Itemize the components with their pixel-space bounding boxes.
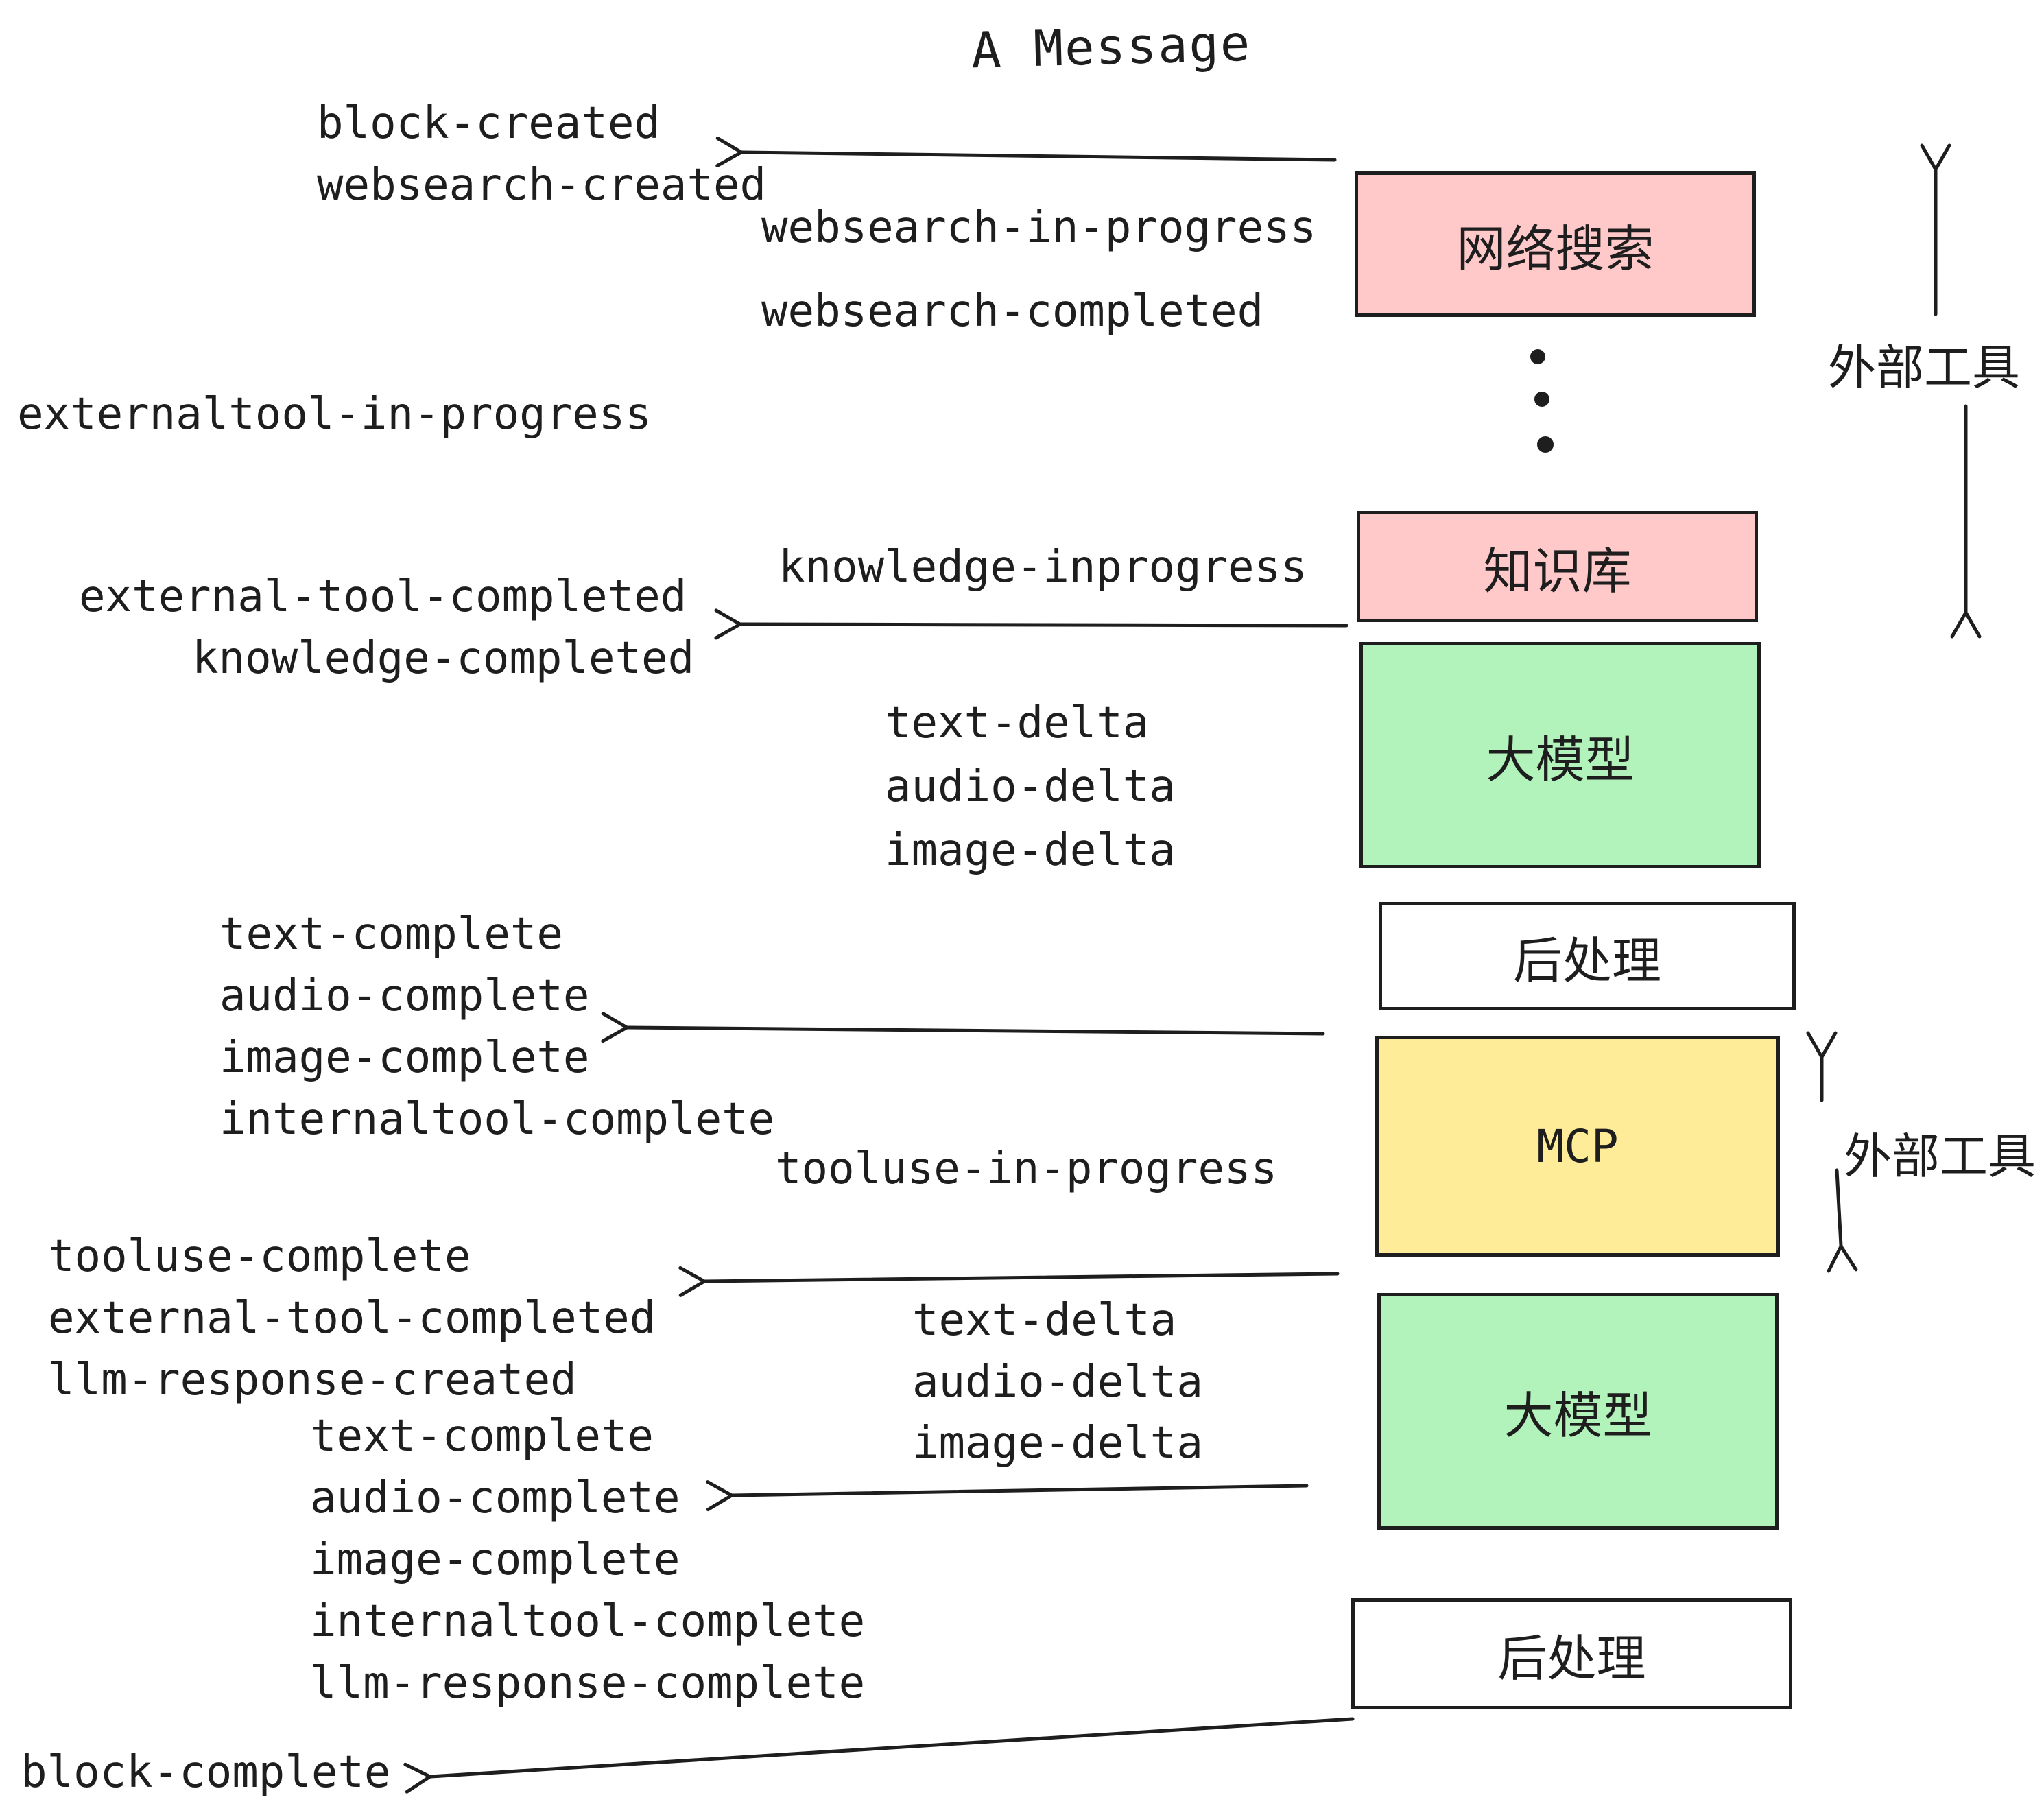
event-label-websearch-in-progress: websearch-in-progress — [761, 202, 1317, 253]
arrow-to-block-complete — [403, 1717, 1355, 1794]
event-label-audio-delta-2: audio-delta — [912, 1357, 1203, 1408]
arrow-to-image-complete — [601, 1012, 1325, 1043]
event-label-internaltool-complete-2: internaltool-complete — [310, 1596, 866, 1647]
event-label-websearch-created: websearch-created — [317, 160, 767, 211]
event-label-image-complete-1: image-complete — [219, 1032, 590, 1083]
box-postprocess-2: 后处理 — [1351, 1598, 1792, 1709]
box-llm-2-label: 大模型 — [1504, 1387, 1652, 1445]
external-tools-down-arrow-2 — [1827, 1168, 1858, 1273]
arrow-to-knowledge-completed — [714, 608, 1348, 640]
event-label-text-delta-1: text-delta — [885, 698, 1150, 748]
box-web-search-label: 网络搜索 — [1456, 219, 1654, 278]
box-knowledge-base: 知识库 — [1357, 511, 1758, 622]
external-tools-label-1: 外部工具 — [1828, 340, 2020, 396]
box-knowledge-base-label: 知识库 — [1483, 542, 1632, 600]
event-label-audio-complete-1: audio-complete — [219, 971, 590, 1021]
box-postprocess-2-label: 后处理 — [1497, 1629, 1646, 1687]
event-label-tooluse-complete: tooluse-complete — [48, 1231, 471, 1282]
box-llm-1: 大模型 — [1359, 642, 1761, 868]
event-label-externaltool-in-progress: externaltool-in-progress — [17, 389, 652, 440]
diagram-title: A Message — [970, 14, 1252, 80]
event-label-text-complete-2: text-complete — [310, 1411, 654, 1462]
box-mcp-label: MCP — [1536, 1119, 1619, 1173]
event-label-llm-response-created: llm-response-created — [48, 1355, 577, 1405]
event-label-llm-response-complete: llm-response-complete — [310, 1658, 866, 1709]
event-label-image-delta-2: image-delta — [912, 1418, 1203, 1469]
box-mcp: MCP — [1375, 1036, 1780, 1257]
event-label-image-delta-1: image-delta — [885, 825, 1176, 876]
ellipsis-dots — [1530, 349, 1554, 453]
event-label-image-complete-2: image-complete — [310, 1534, 680, 1585]
event-label-audio-complete-2: audio-complete — [310, 1473, 680, 1523]
box-postprocess-1-label: 后处理 — [1512, 931, 1661, 990]
event-label-external-tool-completed-2: external-tool-completed — [48, 1293, 656, 1344]
arrow-to-external-tool-completed — [678, 1266, 1340, 1297]
event-label-block-created: block-created — [317, 98, 661, 149]
box-llm-2: 大模型 — [1377, 1293, 1779, 1530]
event-label-tooluse-in-progress: tooluse-in-progress — [775, 1143, 1278, 1194]
event-label-audio-delta-1: audio-delta — [885, 761, 1176, 812]
event-label-websearch-completed: websearch-completed — [761, 286, 1264, 337]
arrow-to-block-created — [715, 137, 1337, 168]
event-label-external-tool-completed: external-tool-completed — [79, 571, 687, 622]
box-llm-1-label: 大模型 — [1486, 731, 1635, 789]
event-label-knowledge-inprogress: knowledge-inprogress — [779, 542, 1307, 593]
event-label-internaltool-complete-1: internaltool-complete — [219, 1094, 775, 1145]
event-label-knowledge-completed: knowledge-completed — [192, 633, 695, 684]
box-web-search: 网络搜索 — [1355, 171, 1756, 317]
external-tools-label-2: 外部工具 — [1844, 1128, 2036, 1185]
event-label-text-delta-2: text-delta — [912, 1295, 1177, 1346]
arrow-to-audio-complete — [706, 1480, 1309, 1512]
box-postprocess-1: 后处理 — [1379, 902, 1796, 1010]
event-label-block-complete: block-complete — [21, 1747, 391, 1798]
event-label-text-complete-1: text-complete — [219, 909, 563, 960]
